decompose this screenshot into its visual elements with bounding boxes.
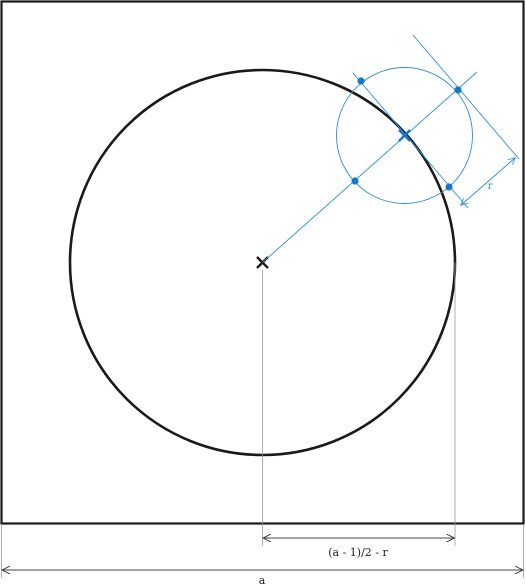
radius-dimension-line <box>461 158 515 205</box>
radius-extension-line <box>412 34 520 160</box>
dimension-label-inner: (a - 1)/2 - r <box>328 546 388 559</box>
point-lower-right <box>445 183 453 191</box>
dimension-label-outer: a <box>259 574 266 587</box>
point-upper-right <box>454 86 462 94</box>
point-lower-left <box>351 177 359 185</box>
tangent-point-cross <box>398 129 411 142</box>
radius-label: r <box>488 181 493 192</box>
radial-construction-line <box>262 71 478 263</box>
small-circle <box>336 67 473 204</box>
point-upper-left <box>357 77 365 85</box>
